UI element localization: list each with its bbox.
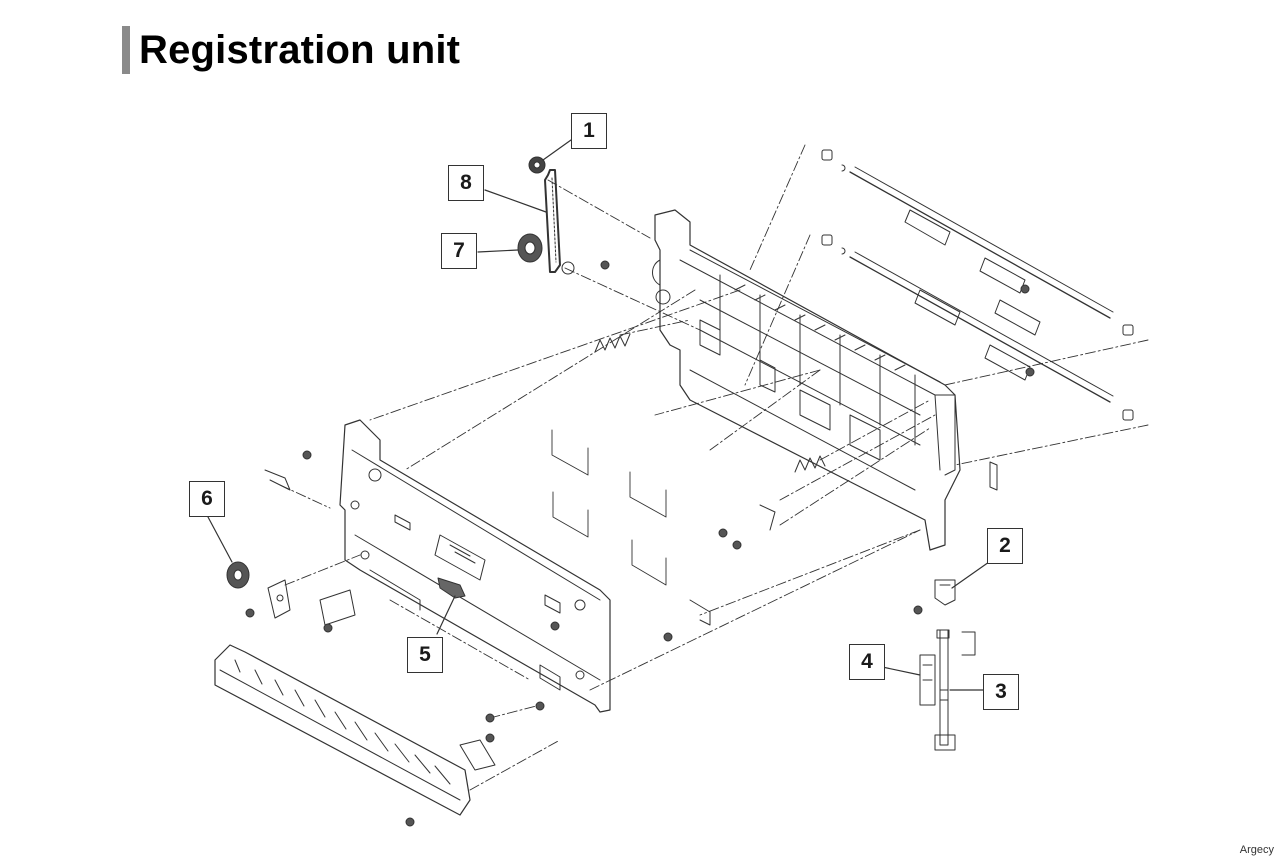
bracket-center-small	[689, 504, 776, 626]
callout-7: 7	[441, 233, 477, 269]
spring-left	[594, 333, 631, 353]
lever-part-5	[437, 577, 466, 599]
callout-3: 3	[983, 674, 1019, 710]
center-bracket-hints	[551, 429, 667, 586]
callout-8: 8	[448, 165, 484, 201]
bracket-plate	[319, 589, 356, 626]
shaft-bushings	[821, 149, 1134, 421]
clip-spring-left	[264, 469, 291, 491]
watermark-text: Argecy	[1239, 844, 1274, 856]
gear-part-1	[528, 156, 546, 174]
callout-4: 4	[849, 644, 885, 680]
bracket-left-small	[267, 579, 291, 619]
roller-shaft-lower	[849, 251, 1114, 403]
screws	[245, 260, 1035, 827]
sensor-bracket-part-4	[919, 654, 936, 706]
sensor-flag	[961, 631, 976, 656]
callout-1: 1	[571, 113, 607, 149]
registration-frame	[652, 209, 961, 551]
left-side-plate	[339, 419, 611, 713]
gear-part-7	[517, 233, 543, 263]
callout-2: 2	[987, 528, 1023, 564]
roller-shaft-upper	[849, 166, 1114, 336]
lower-paper-guide	[214, 644, 496, 816]
title-accent-bar	[122, 26, 130, 74]
callout-leaders	[207, 139, 990, 691]
drive-belt	[544, 169, 561, 273]
sensor-actuator-part-2	[934, 579, 956, 606]
assembly-lines	[279, 144, 1149, 791]
callout-6: 6	[189, 481, 225, 517]
spring-right	[794, 455, 826, 473]
callout-5: 5	[407, 637, 443, 673]
page-title: Registration unit	[139, 28, 461, 72]
gear-part-6	[226, 561, 250, 589]
sensor-shaft-part-3	[934, 629, 956, 751]
gear-small-belt	[561, 261, 575, 275]
right-side-clip	[989, 461, 998, 491]
